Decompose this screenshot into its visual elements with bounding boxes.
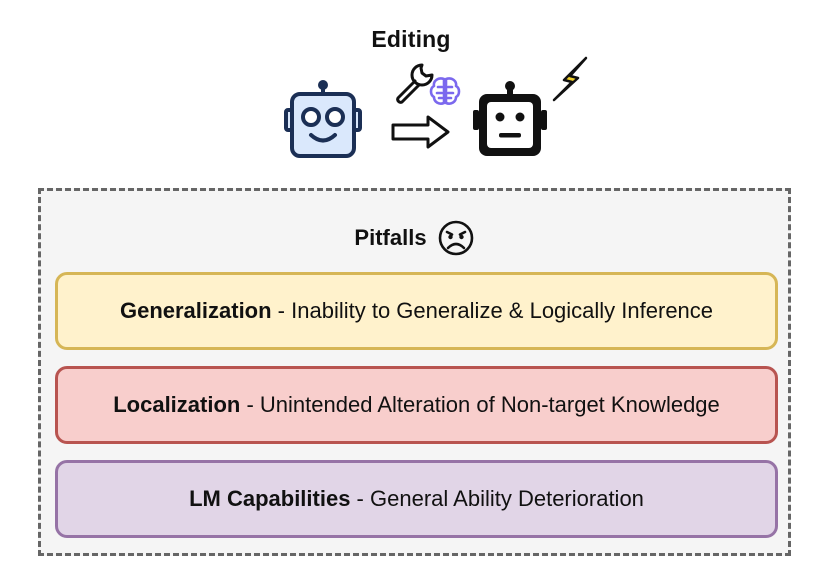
pitfalls-panel: Pitfalls Generalization - Inability to G…	[38, 188, 791, 556]
brain-icon	[429, 77, 461, 105]
pitfall-text-localization: Localization - Unintended Alteration of …	[113, 392, 720, 418]
pitfalls-title: Pitfalls	[354, 225, 427, 250]
pitfall-description-generalization: Inability to Generalize & Logically Infe…	[291, 298, 714, 323]
pitfall-text-lm-capabilities: LM Capabilities - General Ability Deteri…	[189, 486, 644, 512]
pitfall-term-generalization: Generalization	[119, 298, 272, 323]
pitfall-description-lm-capabilities: General Ability Deterioration	[370, 486, 644, 511]
pitfall-term-localization: Localization	[113, 392, 241, 417]
pitfall-card-generalization: Generalization - Inability to Generalize…	[55, 272, 778, 350]
pitfall-text-generalization: Generalization - Inability to Generalize…	[120, 298, 713, 324]
sad-face-icon	[438, 220, 473, 256]
pitfall-card-lm-capabilities: LM Capabilities - General Ability Deteri…	[55, 460, 778, 538]
robot-happy-icon	[284, 80, 362, 158]
wrench-icon	[396, 63, 434, 104]
pitfall-separator: -	[271, 298, 292, 323]
pitfall-separator: -	[350, 486, 370, 511]
pitfall-separator: -	[240, 392, 260, 417]
pitfall-description-localization: Unintended Alteration of Non-target Know…	[259, 392, 720, 417]
robot-neutral-icon	[473, 81, 547, 156]
pitfall-card-localization: Localization - Unintended Alteration of …	[55, 366, 778, 444]
pitfalls-header: Pitfalls	[41, 219, 788, 257]
editing-title: Editing	[371, 26, 451, 52]
arrow-right-icon	[391, 115, 450, 149]
pitfall-term-lm-capabilities: LM Capabilities	[189, 486, 351, 511]
lightning-icon	[552, 56, 588, 102]
